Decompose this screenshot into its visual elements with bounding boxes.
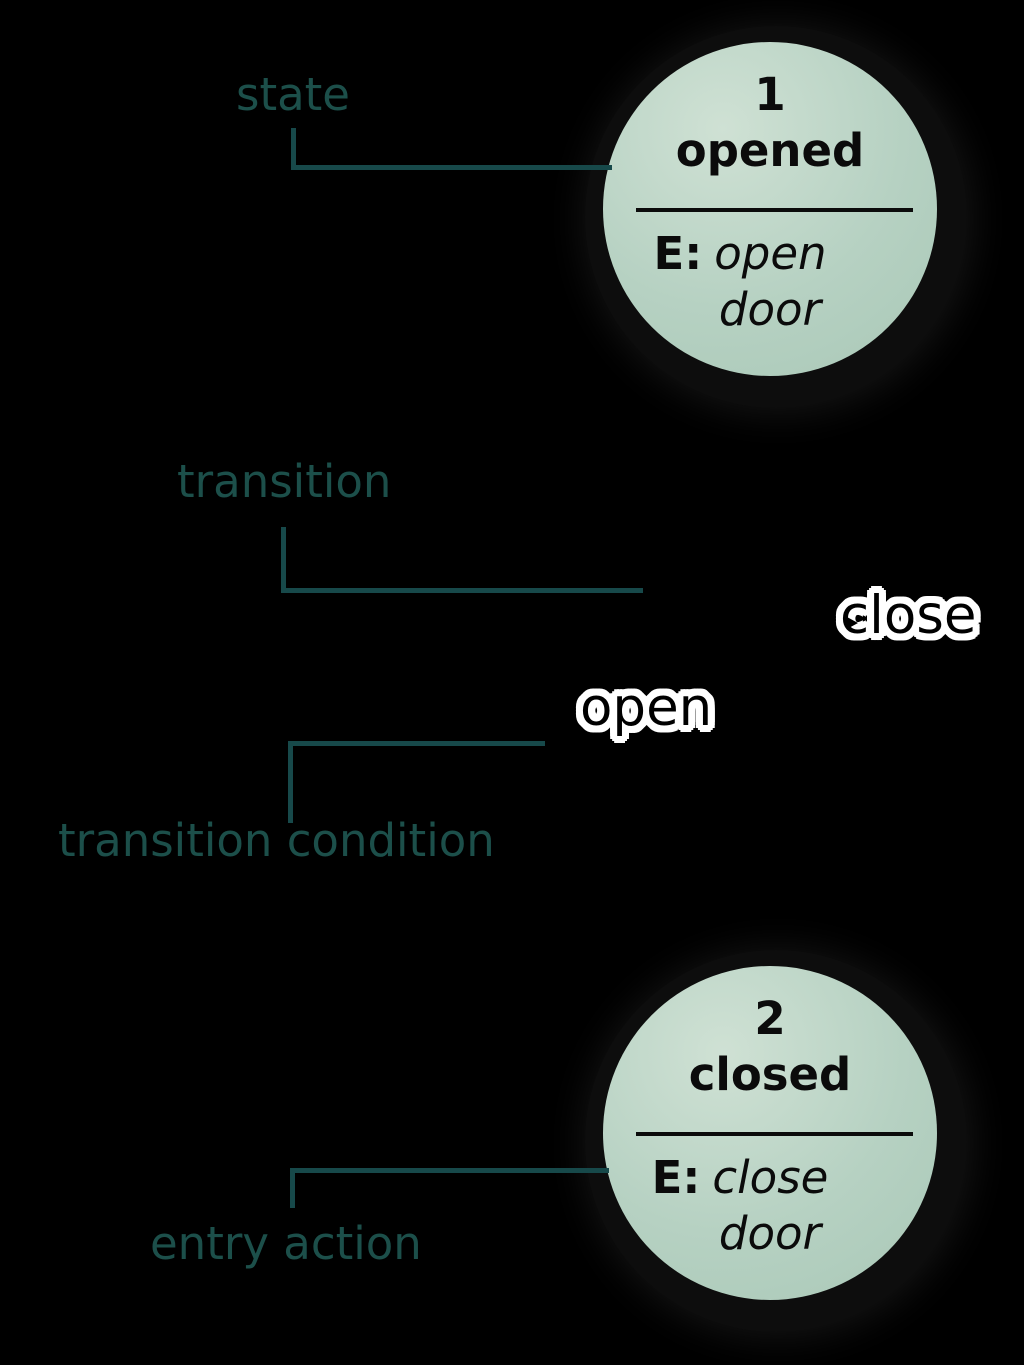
annotation-label-entry-action: entry action [150, 1217, 422, 1270]
state-name: closed [688, 1048, 852, 1101]
entry-action-object: door [718, 1207, 822, 1260]
state-callout-horizontal-line [291, 165, 612, 170]
annotation-label-transition: transition [177, 455, 392, 508]
entry-prefix: E: [651, 1151, 701, 1204]
transition-callout-horizontal-line [281, 588, 643, 593]
entry-action-callout-horizontal-line [290, 1168, 609, 1173]
state-number: 2 [754, 992, 786, 1045]
state-entry-action-line: E:close [603, 1155, 877, 1200]
entry-action-verb: close [712, 1151, 829, 1204]
state-divider-line [636, 1132, 913, 1136]
entry-action-object: door [718, 283, 822, 336]
state-entry-action-line: E:open [603, 231, 877, 276]
transition-arrowhead-icon [847, 617, 858, 629]
entry-action-callout-vertical-line [290, 1168, 295, 1208]
state-divider-line [636, 208, 913, 212]
transition-callout-vertical-line [281, 527, 286, 593]
transition-label-close: close [840, 585, 977, 646]
state-name: opened [675, 124, 865, 177]
annotation-label-state: state [236, 68, 350, 121]
entry-action-verb: open [714, 227, 827, 280]
annotation-label-transition-condition: transition condition [58, 814, 495, 867]
state-number: 1 [754, 68, 786, 121]
state-node-closed: 2 closed E:close door [603, 966, 937, 1300]
transition-condition-callout-horizontal-line [288, 741, 545, 746]
transition-label-open: open [580, 677, 713, 738]
state-callout-vertical-line [291, 128, 296, 170]
state-node-opened: 1 opened E:open door [603, 42, 937, 376]
entry-prefix: E: [653, 227, 703, 280]
transition-condition-callout-vertical-line [288, 741, 293, 823]
